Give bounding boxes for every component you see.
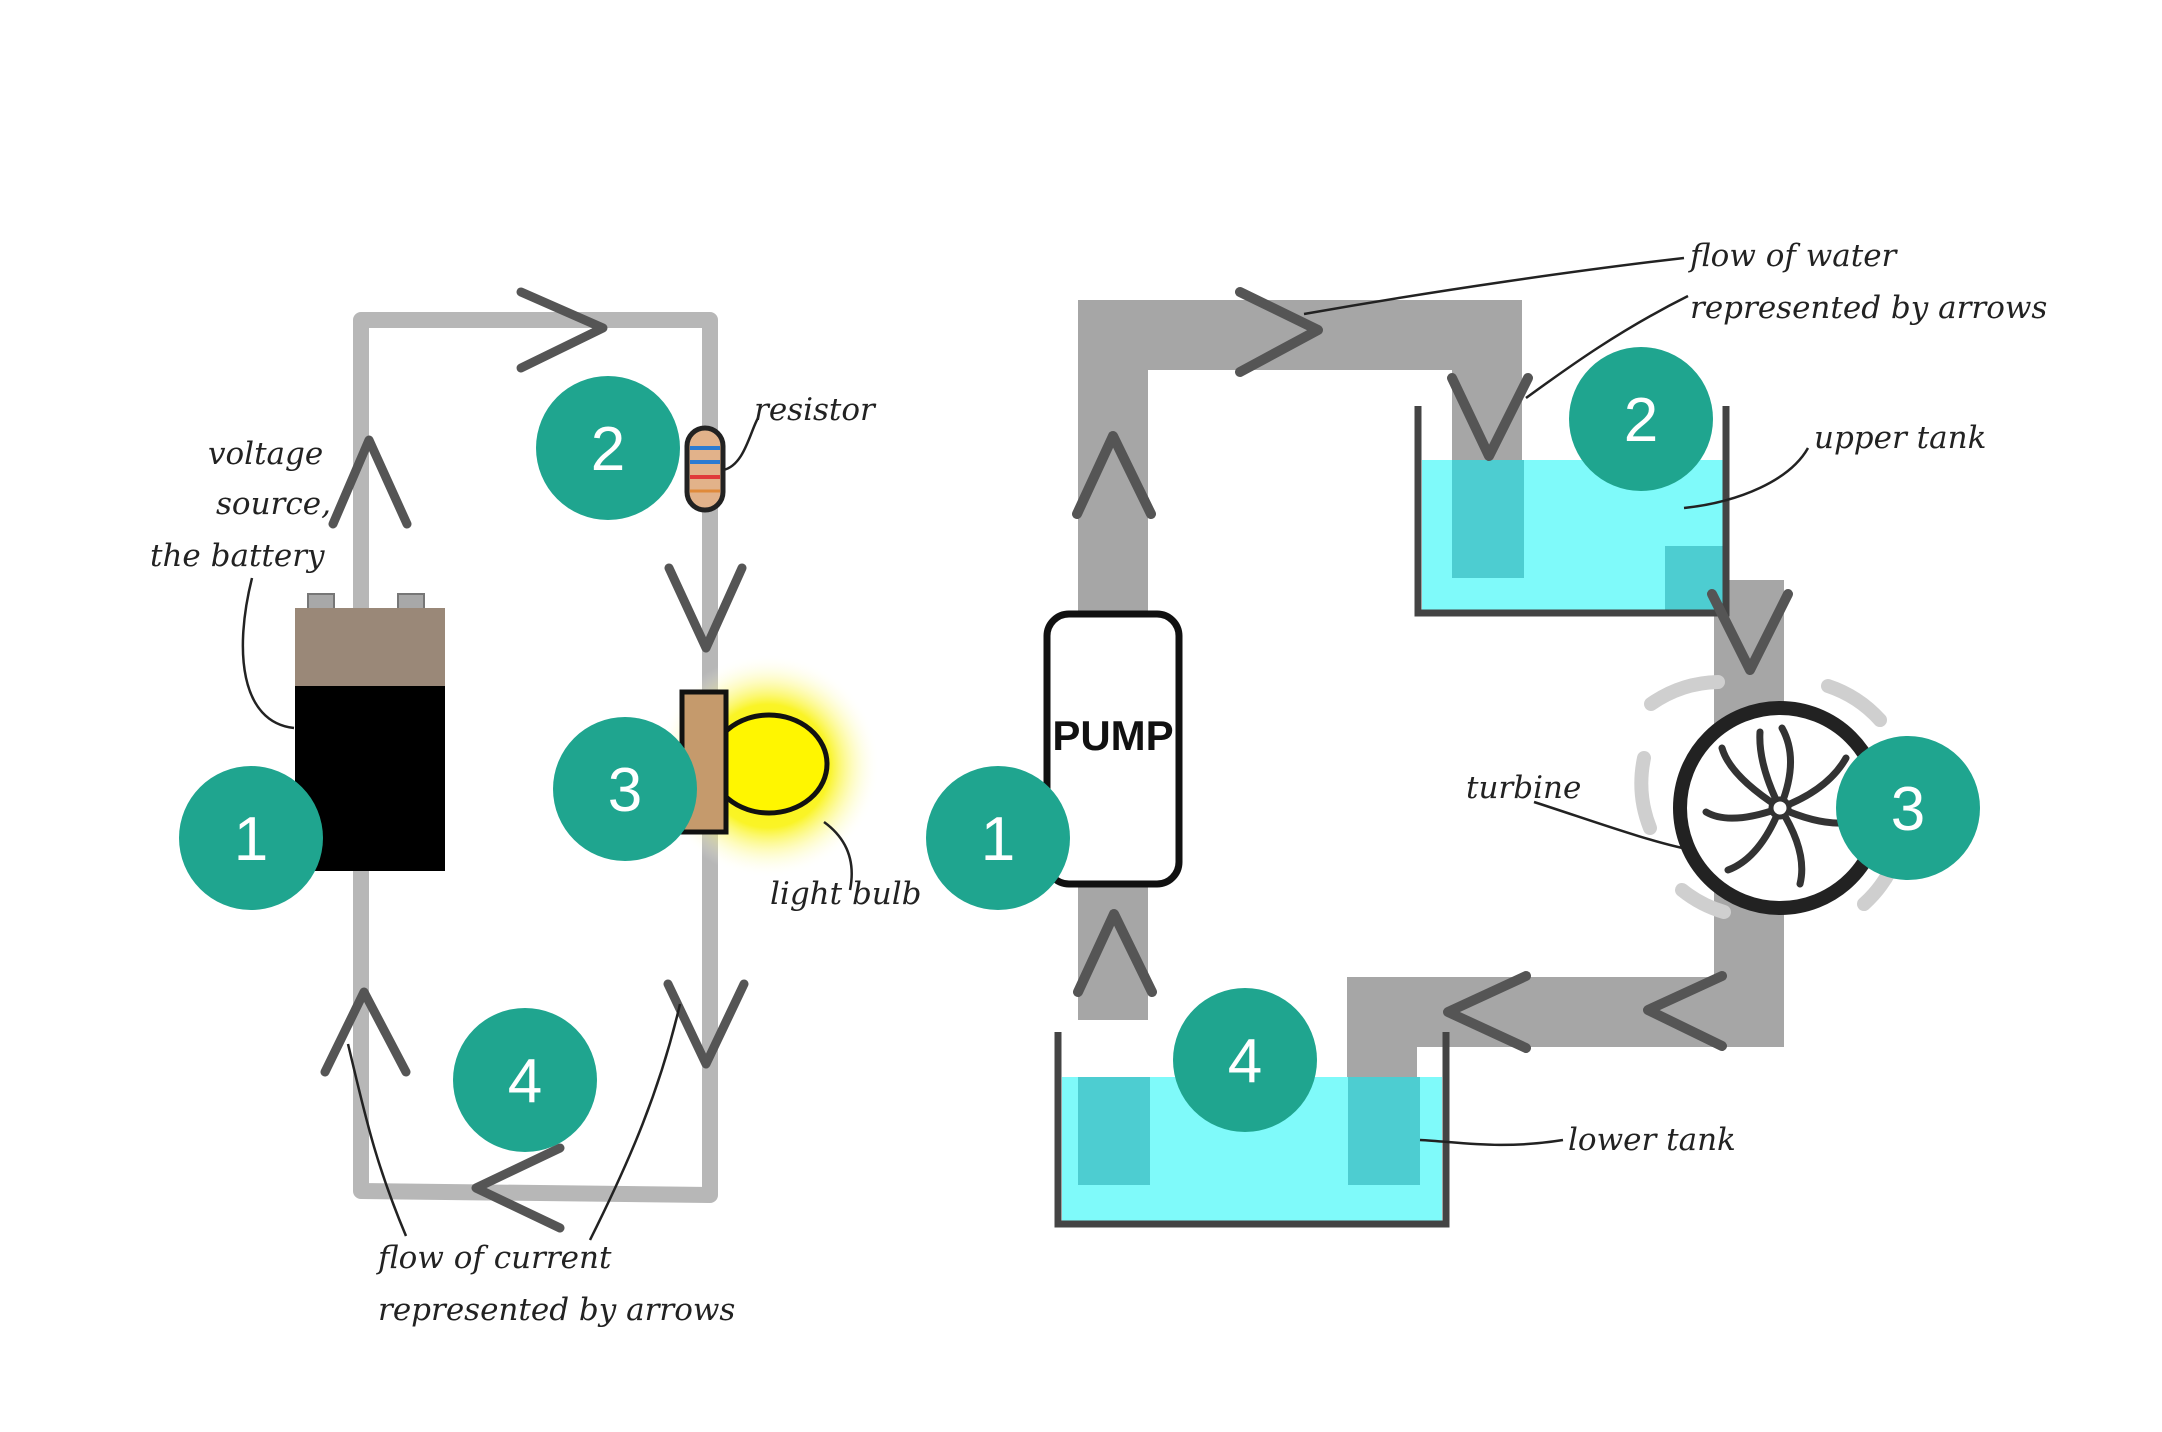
water-leader-lines xyxy=(1303,256,1810,1147)
electric-circuit: voltage source, the battery resistor lig… xyxy=(150,287,922,1328)
circuit-leader-lines xyxy=(241,417,853,1241)
badge-number: 1 xyxy=(981,805,1015,874)
voltage-label-line-2: source, xyxy=(216,486,331,522)
badge-number: 4 xyxy=(508,1047,542,1116)
arrow-down-icon xyxy=(1707,589,1793,675)
lower-tank-label: lower tank xyxy=(1568,1122,1736,1158)
arrow-left-icon xyxy=(471,1143,565,1233)
circuit-badge-3: 3 xyxy=(553,717,697,861)
voltage-label-line-3: the battery xyxy=(150,538,325,574)
resistor-icon xyxy=(684,425,726,513)
current-flow-label-line-1: flow of current xyxy=(376,1240,612,1276)
water-badge-3: 3 xyxy=(1836,736,1980,880)
resistor-label: resistor xyxy=(754,392,877,428)
current-flow-label-line-2: represented by arrows xyxy=(378,1292,735,1328)
water-badge-1: 1 xyxy=(926,766,1070,910)
badge-number: 2 xyxy=(1624,386,1658,455)
arrow-right-icon xyxy=(1235,287,1323,377)
arrow-up-icon xyxy=(1073,909,1157,997)
badge-number: 1 xyxy=(234,805,268,874)
badge-number: 2 xyxy=(591,415,625,484)
turbine-icon xyxy=(1634,675,1905,919)
circuit-badge-1: 1 xyxy=(179,766,323,910)
pump-label: PUMP xyxy=(1052,712,1173,759)
upper-tank-icon xyxy=(1414,406,1730,617)
circuit-badge-4: 4 xyxy=(453,1008,597,1152)
badge-number: 3 xyxy=(1891,775,1925,844)
water-arrows xyxy=(1072,287,1793,1053)
arrow-down-icon xyxy=(663,979,749,1069)
water-system: PUMP xyxy=(926,238,2047,1228)
voltage-label-line-1: voltage xyxy=(208,436,323,472)
arrow-up-icon xyxy=(320,987,411,1077)
water-flow-label-line-2: represented by arrows xyxy=(1690,290,2047,326)
badge-number: 3 xyxy=(608,756,642,825)
arrow-down-icon xyxy=(1447,373,1533,461)
current-arrows xyxy=(320,287,749,1233)
water-badge-4: 4 xyxy=(1173,988,1317,1132)
battery-icon xyxy=(295,593,445,871)
water-badge-2: 2 xyxy=(1569,347,1713,491)
arrow-down-icon xyxy=(664,563,747,653)
arrow-left-icon xyxy=(1443,971,1531,1053)
badge-number: 4 xyxy=(1228,1027,1262,1096)
turbine-label: turbine xyxy=(1466,770,1581,806)
arrow-left-icon xyxy=(1643,971,1727,1051)
arrow-up-icon xyxy=(1072,431,1156,519)
upper-tank-label: upper tank xyxy=(1814,420,1986,456)
circuit-badge-2: 2 xyxy=(536,376,680,520)
light-bulb-label: light bulb xyxy=(770,876,922,912)
water-flow-label-line-1: flow of water xyxy=(1688,238,1899,274)
arrow-right-icon xyxy=(516,287,608,373)
arrow-up-icon xyxy=(328,435,412,529)
pump-icon: PUMP xyxy=(1043,610,1183,888)
